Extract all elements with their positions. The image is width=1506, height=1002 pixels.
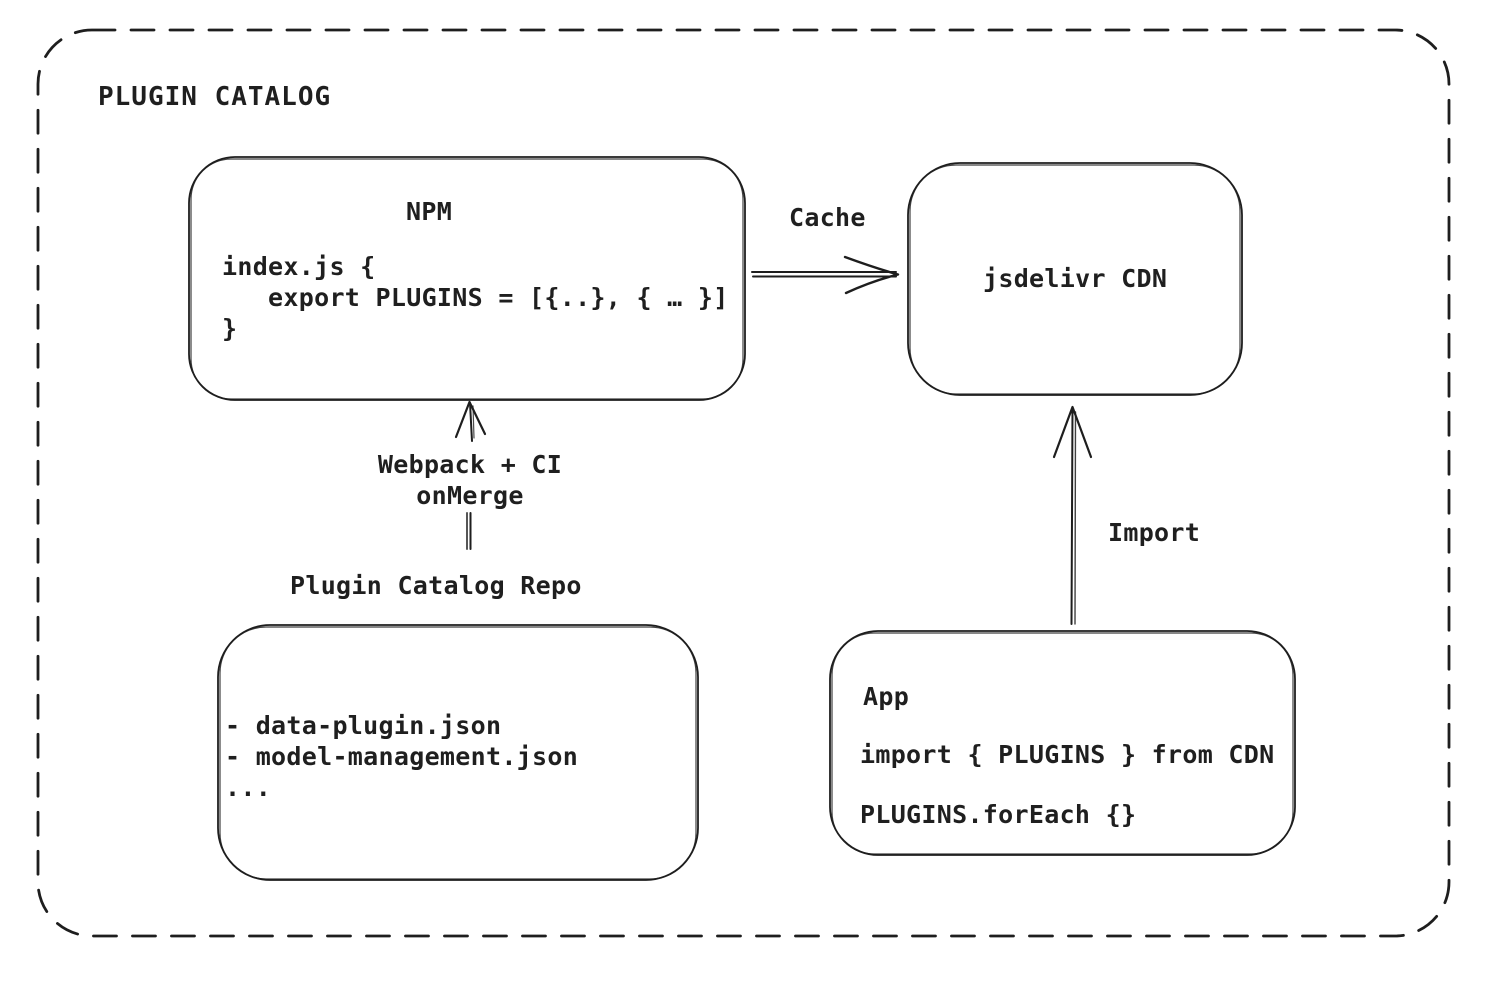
build-arrow-label: Webpack + CI onMerge: [330, 449, 610, 511]
import-arrow-label: Import: [1108, 518, 1201, 547]
import-arrow: [1052, 405, 1093, 625]
cache-arrow-label: Cache: [789, 203, 866, 232]
repo-file-list: - data-plugin.json - model-management.js…: [225, 710, 578, 803]
app-box: [829, 630, 1296, 856]
npm-code-block: index.js { export PLUGINS = [{..}, { … }…: [222, 252, 729, 343]
repo-box-label: Plugin Catalog Repo: [290, 571, 582, 600]
repo-file-item: - data-plugin.json: [225, 711, 502, 740]
app-code-line-import: import { PLUGINS } from CDN: [860, 740, 1275, 769]
build-arrow-label-line2: onMerge: [416, 481, 524, 510]
build-arrow-label-line1: Webpack + CI: [377, 450, 563, 479]
repo-file-item: - model-management.json: [225, 742, 579, 771]
app-box-title: App: [863, 682, 910, 711]
build-arrow: [454, 400, 487, 442]
app-code-line-foreach: PLUGINS.forEach {}: [860, 800, 1137, 829]
build-connector-line: [466, 512, 472, 550]
cache-arrow: [751, 255, 900, 295]
diagram-title: PLUGIN CATALOG: [98, 82, 332, 112]
cdn-box-label: jsdelivr CDN: [983, 264, 1168, 293]
catalog-boundary-dashed-rect: [36, 28, 1451, 938]
npm-box-title: NPM: [406, 197, 453, 226]
cdn-box: [907, 162, 1243, 396]
npm-box: [188, 156, 746, 401]
repo-file-ellipsis: ...: [225, 773, 272, 802]
repo-box: [217, 624, 699, 881]
